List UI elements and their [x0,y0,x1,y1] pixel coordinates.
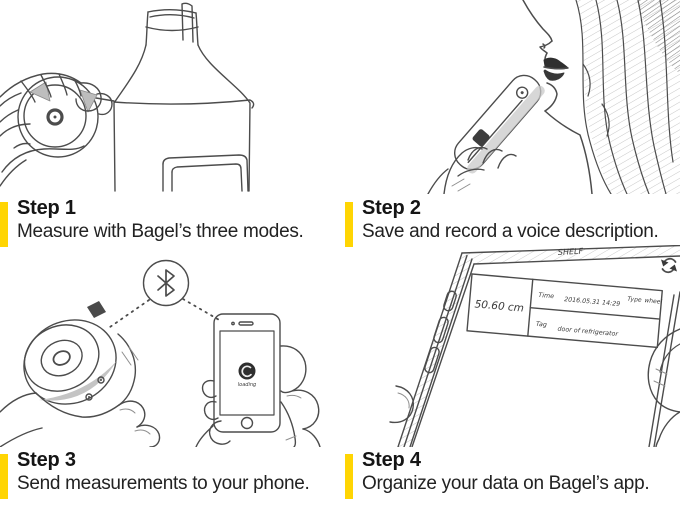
tag-label: Tag [536,321,548,329]
step1-description: Measure with Bagel’s three modes. [17,221,304,242]
camera-dot [231,321,235,326]
measurement-record-card: 50.60 cm Time 2016.05.31 14:29 Type whee… [466,273,663,349]
step4-title: Step 4 [362,449,421,471]
smartphone [397,245,680,447]
step4-description: Organize your data on Bagel’s app. [362,473,650,494]
illustration-step4-app-screen: SHELF 50.60 cm Time 2016.05.31 14:29 T [340,245,680,447]
step3-description: Send measurements to your phone. [17,473,310,494]
step1-title: Step 1 [17,197,76,219]
device-clip [87,301,106,318]
step1-accent-bar [0,202,8,247]
step2-caption: Step 2 Save and record a voice descripti… [345,195,680,247]
bluetooth-icon [142,259,190,307]
right-hand [195,345,321,447]
bagel-device [23,301,117,405]
time-value: 2016.05.31 14:29 [564,296,621,308]
smartphone: loading [213,313,281,433]
power-button [443,290,457,312]
loading-spinner [238,362,256,380]
loading-label: loading [238,382,256,388]
measuring-string [95,97,255,109]
illustration-step2-voice-description [340,0,680,194]
step2-description: Save and record a voice description. [362,221,659,242]
partial-screen-header: SHELF [558,247,584,257]
hands [427,146,517,194]
dashed-link-right [182,298,222,322]
hair [575,0,674,194]
step1-caption: Step 1 Measure with Bagel’s three modes. [0,195,335,247]
volume-button [433,316,449,344]
bagel-device [17,76,99,158]
step2-accent-bar [345,202,353,247]
type-value: wheel [644,297,663,306]
lower-lip [543,69,565,81]
holding-fingers [389,328,680,447]
time-label: Time [538,292,554,300]
illustration-step3-bluetooth-sync: loading [0,250,340,447]
left-hand [0,333,161,447]
type-label: Type [627,296,642,304]
hair-dark-shading [636,0,680,74]
refresh-icon [661,257,677,274]
illustration-step1-measure-bottle [0,0,340,194]
step3-accent-bar [0,454,8,499]
step2-title: Step 2 [362,197,421,219]
step4-caption: Step 4 Organize your data on Bagel’s app… [345,447,680,499]
bagel-device [453,74,545,174]
dashed-link-left [109,299,150,328]
step4-accent-bar [345,454,353,499]
hands [0,72,113,187]
record-button [472,129,490,147]
home-button [240,416,254,430]
speaker-slit [238,321,254,326]
wine-bottle [113,9,251,192]
face-profile [522,0,593,194]
step3-caption: Step 3 Send measurements to your phone. [0,447,335,499]
step3-title: Step 3 [17,449,76,471]
measurement-value: 50.60 cm [474,298,524,314]
volume-button [424,346,440,374]
tape-tab [181,2,194,43]
